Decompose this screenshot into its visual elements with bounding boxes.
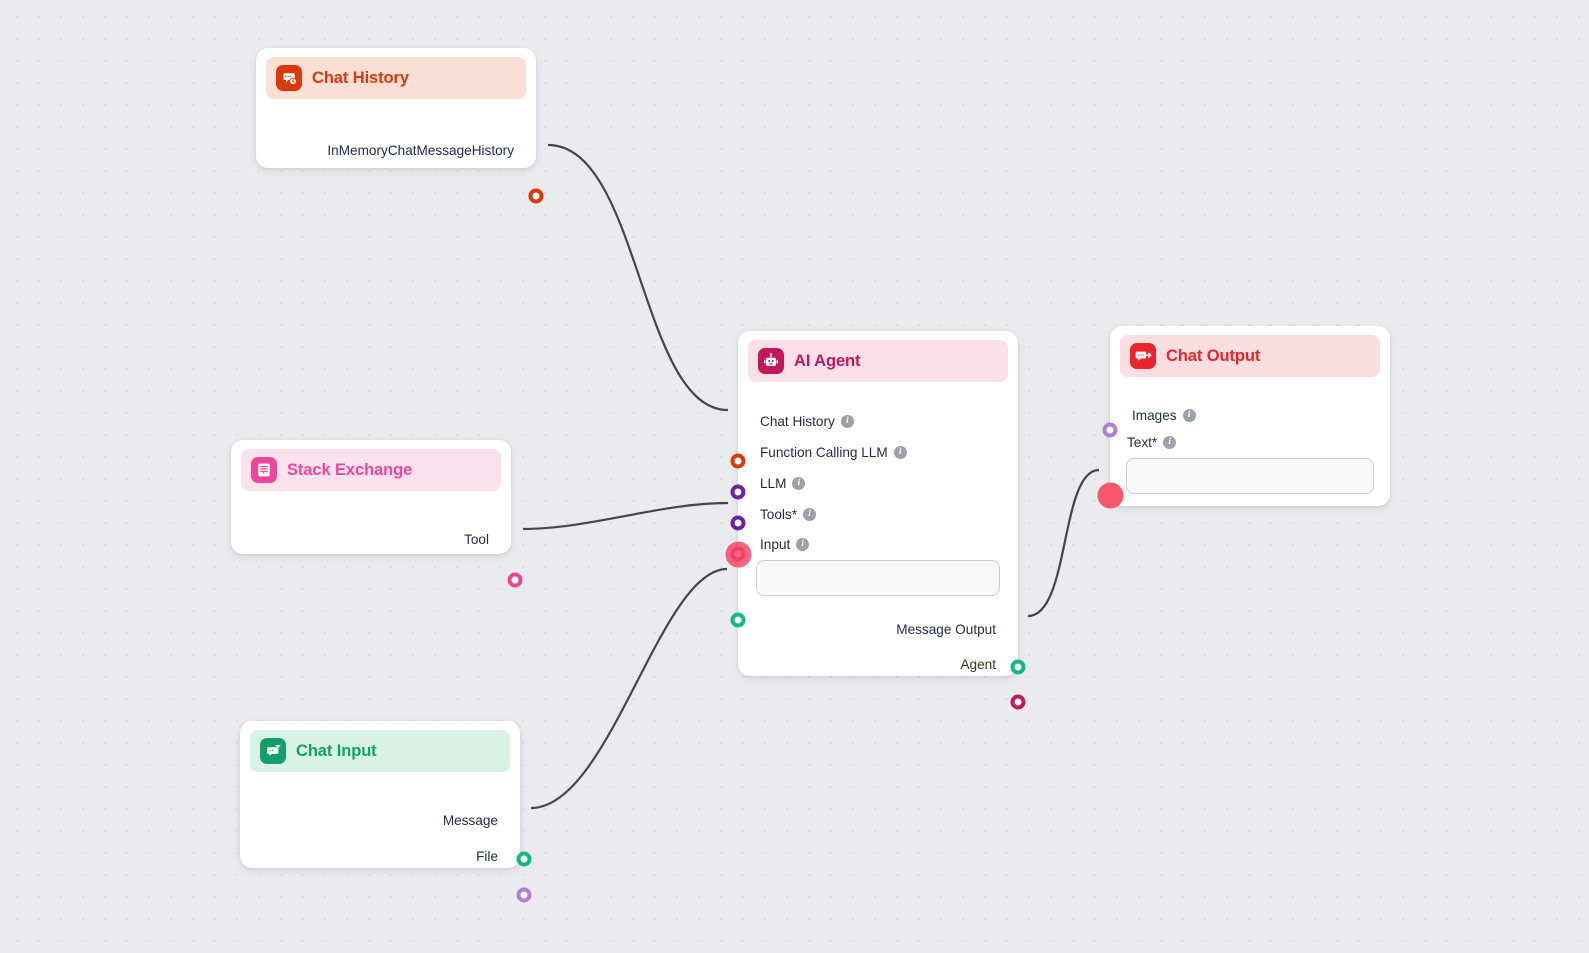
node-body: Message File bbox=[240, 772, 532, 903]
port-row-function-calling-llm: Function Calling LLM i bbox=[738, 437, 1018, 468]
port-row-chat-history: Chat History i bbox=[738, 406, 1018, 437]
node-chat-output[interactable]: Chat Output Images i Text* i bbox=[1097, 326, 1390, 508]
handle-message-output[interactable] bbox=[516, 851, 532, 867]
node-ai-agent[interactable]: AI Agent Chat History i Function Calling… bbox=[725, 331, 1026, 710]
port-label: Images bbox=[1132, 408, 1177, 423]
chat-output-icon bbox=[1130, 343, 1156, 369]
edge-chat-history-to-agent bbox=[547, 143, 729, 412]
port-label: Tools* bbox=[760, 507, 798, 522]
handle-inmemorychatmessagehistory-output[interactable] bbox=[528, 188, 544, 204]
port-label: Chat History bbox=[760, 414, 835, 429]
port-row-message-output: Message Output bbox=[738, 618, 1018, 640]
edge-stack-exchange-to-tools bbox=[522, 501, 729, 531]
info-icon[interactable]: i bbox=[1182, 409, 1196, 422]
node-title: Chat Output bbox=[1166, 346, 1261, 365]
node-stack-exchange[interactable]: Stack Exchange Tool bbox=[231, 440, 523, 588]
text-field[interactable] bbox=[1126, 458, 1374, 494]
info-icon[interactable]: i bbox=[792, 477, 806, 490]
ai-agent-icon bbox=[758, 348, 784, 374]
node-chat-history[interactable]: Chat History InMemoryChatMessageHistory bbox=[256, 48, 544, 204]
info-icon[interactable]: i bbox=[840, 415, 854, 428]
node-header: Chat Input bbox=[250, 730, 510, 772]
port-label: Agent bbox=[960, 656, 996, 672]
port-row-llm: LLM i bbox=[738, 468, 1018, 499]
edge-chat-input-to-input bbox=[530, 567, 728, 810]
handle-text-input[interactable] bbox=[1097, 482, 1123, 508]
port-row-images: Images i bbox=[1110, 403, 1390, 428]
port-row-file: File bbox=[240, 845, 520, 867]
port-row-output: InMemoryChatMessageHistory bbox=[256, 139, 536, 161]
node-title: Chat History bbox=[312, 68, 409, 87]
port-label: LLM bbox=[760, 476, 787, 491]
edge-agent-to-chat-output bbox=[1027, 468, 1100, 618]
handle-input-field-input[interactable] bbox=[730, 612, 746, 628]
handle-agent-output[interactable] bbox=[1010, 694, 1026, 710]
handle-tools-input[interactable] bbox=[725, 541, 751, 567]
port-row-agent: Agent bbox=[738, 653, 1018, 675]
node-body: Tool bbox=[231, 491, 523, 588]
handle-file-output[interactable] bbox=[516, 887, 532, 903]
node-title: AI Agent bbox=[794, 351, 861, 370]
info-icon[interactable]: i bbox=[796, 538, 810, 551]
port-label: File bbox=[476, 848, 498, 864]
node-header: Stack Exchange bbox=[241, 449, 501, 491]
node-body: Images i Text* i bbox=[1097, 377, 1390, 508]
handle-message-output[interactable] bbox=[1010, 659, 1026, 675]
node-header: AI Agent bbox=[748, 340, 1008, 382]
field-label-input: Input i bbox=[738, 537, 1018, 552]
field-label-text: Text* i bbox=[1110, 435, 1390, 450]
node-header: Chat History bbox=[266, 57, 526, 99]
chat-input-icon bbox=[260, 738, 286, 764]
node-body: Chat History i Function Calling LLM i LL… bbox=[725, 382, 1026, 710]
info-icon[interactable]: i bbox=[803, 508, 817, 521]
input-field[interactable] bbox=[756, 560, 1000, 596]
chat-history-icon bbox=[276, 65, 302, 91]
port-row-tools: Tools* i bbox=[738, 499, 1018, 530]
handle-llm-input[interactable] bbox=[730, 515, 746, 531]
port-row-message: Message bbox=[240, 809, 520, 831]
port-label: Tool bbox=[464, 531, 489, 547]
node-title: Chat Input bbox=[296, 741, 377, 760]
node-chat-input[interactable]: Chat Input Message File bbox=[240, 721, 532, 903]
port-label: Message bbox=[442, 812, 498, 828]
handle-tool-output[interactable] bbox=[507, 572, 523, 588]
port-label: Function Calling LLM bbox=[760, 445, 888, 460]
port-label: InMemoryChatMessageHistory bbox=[327, 142, 514, 158]
node-body: InMemoryChatMessageHistory bbox=[256, 99, 544, 204]
info-icon[interactable]: i bbox=[1163, 436, 1177, 449]
handle-function-calling-llm-input[interactable] bbox=[730, 484, 746, 500]
info-icon[interactable]: i bbox=[893, 446, 907, 459]
stack-exchange-icon bbox=[251, 457, 277, 483]
field-label-text-value: Text* bbox=[1127, 435, 1158, 450]
handle-images-input[interactable] bbox=[1102, 422, 1118, 438]
handle-chat-history-input[interactable] bbox=[730, 453, 746, 469]
node-header: Chat Output bbox=[1120, 335, 1380, 377]
port-row-output: Tool bbox=[231, 528, 511, 550]
port-label: Message Output bbox=[896, 621, 996, 637]
field-label-text: Input bbox=[760, 537, 791, 552]
node-title: Stack Exchange bbox=[287, 460, 413, 479]
